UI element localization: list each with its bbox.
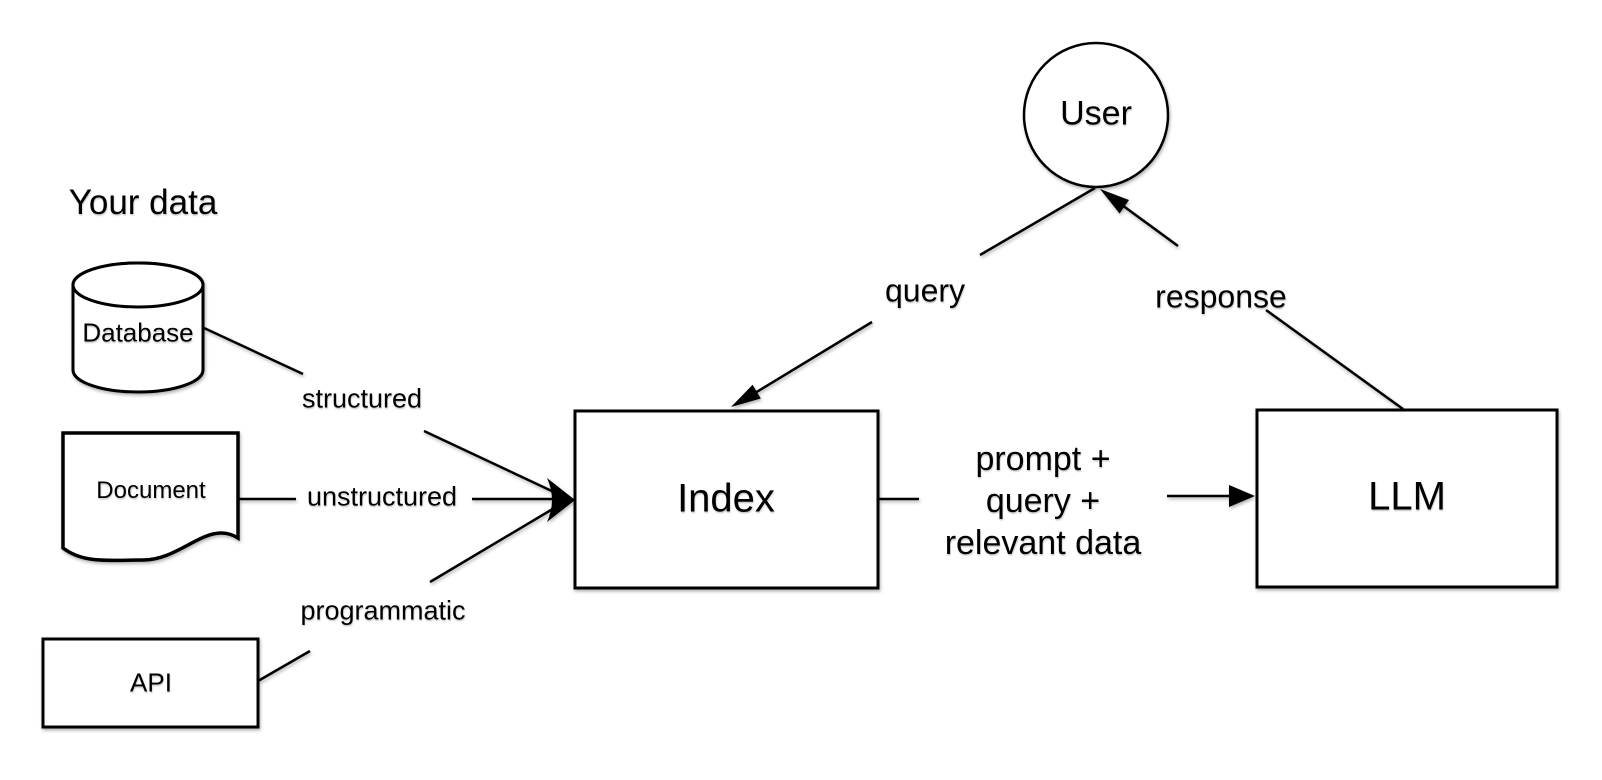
edge-structured-line-2 [423, 429, 557, 495]
index-box [573, 409, 880, 590]
edge-label-unstructured: unstructured [306, 481, 458, 512]
database-cylinder-shape [71, 261, 205, 394]
edge-programmatic-line-1 [257, 649, 311, 683]
api-box [41, 637, 260, 729]
edge-label-prompt-line-1: prompt + [975, 440, 1111, 478]
edge-label-prompt-line-2: query + [985, 482, 1101, 520]
edge-label-prompt-line-3: relevant data [944, 524, 1142, 562]
edge-programmatic-line-2 [429, 505, 557, 584]
edge-label-response: response [1155, 278, 1287, 315]
edge-label-prompt-query-relevant-data: prompt + query + relevant data [945, 438, 1142, 564]
index-label: Index [677, 476, 775, 521]
query-arrowhead [731, 384, 761, 407]
edge-response-line-2 [1265, 308, 1404, 411]
document-shape [61, 431, 240, 563]
database-label: Database [82, 317, 194, 348]
edge-query-line-1 [979, 186, 1096, 257]
user-label: User [1060, 94, 1132, 133]
edge-label-structured: structured [301, 383, 423, 414]
edge-label-query: query [884, 272, 966, 309]
llm-input-arrowhead [1229, 485, 1255, 507]
edge-structured-line-1 [203, 326, 304, 376]
document-label: Document [96, 477, 206, 504]
llm-box [1255, 408, 1559, 589]
user-circle [1022, 41, 1170, 189]
edge-response-line-1 [1121, 203, 1179, 248]
llm-label: LLM [1368, 474, 1446, 519]
api-label: API [130, 667, 172, 698]
your-data-heading: Your data [68, 183, 218, 222]
response-arrowhead [1100, 189, 1129, 214]
index-input-arrowhead [547, 478, 575, 522]
edge-query-line-2 [749, 320, 873, 398]
edge-label-programmatic: programmatic [300, 595, 466, 626]
